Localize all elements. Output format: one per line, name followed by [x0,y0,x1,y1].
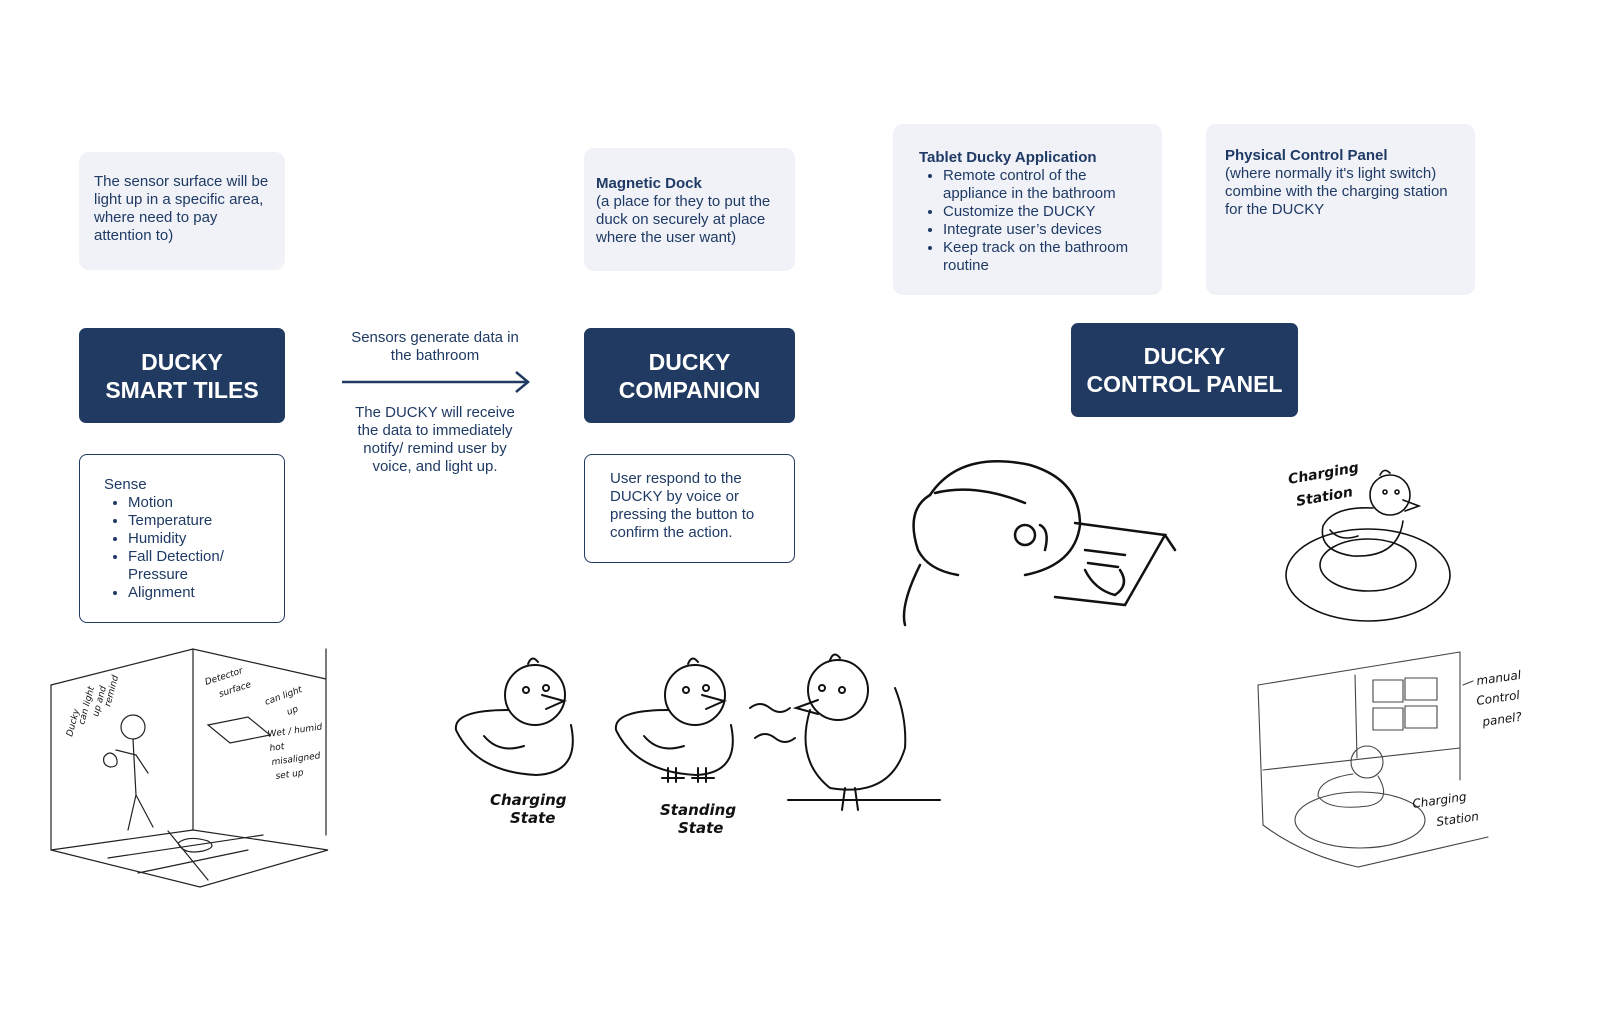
companion-note-heading: Magnetic Dock [596,175,702,192]
charging-station-top-label-2: Station [1295,484,1354,510]
control-title-box: DUCKY CONTROL PANEL [1071,323,1298,417]
detector-label-2: surface [218,680,253,700]
flow-top-label: Sensors generate data in the bathroom [350,329,520,365]
flow-arrow-icon [340,370,535,394]
control-title-line1: DUCKY [1143,343,1226,369]
sense-item: Fall Detection/ Pressure [128,548,274,584]
sense-heading: Sense [104,476,147,493]
charging-state-label-1: Charging [490,791,567,809]
charging-station-bottom-label-2: Station [1435,809,1479,829]
sense-item: Alignment [128,584,274,602]
tablet-user-illustration [900,455,1185,630]
wet-label-3: misaligned [271,751,321,768]
manual-panel-label-2: Control [1475,688,1521,708]
standing-state-label-1: Standing [660,801,736,819]
companion-title-line1: DUCKY [648,348,731,375]
sense-item: Humidity [128,530,274,548]
tablet-heading: Tablet Ducky Application [919,149,1097,166]
standing-state-label-2: State [678,819,723,837]
flow-top-label-text: Sensors generate data in the bathroom [351,329,519,364]
wet-label-1: Wet / humid [267,722,323,740]
tablet-item: Integrate user’s devices [943,221,1152,239]
charging-station-illustration: Charging Station [1285,460,1460,625]
wet-label-2: hot [269,742,285,754]
light-up-label-1: can light [264,685,304,708]
tablet-item: Keep track on the bathroom routine [943,239,1152,275]
tiles-title-line2: SMART TILES [105,376,259,403]
charging-state-label-2: State [510,809,555,827]
manual-panel-label-3: panel? [1480,709,1523,729]
sense-list: Motion Temperature Humidity Fall Detecti… [104,494,274,602]
companion-note-body: (a place for they to put the duck on sec… [596,193,771,246]
companion-title-line2: COMPANION [618,376,761,403]
room-sketch-illustration: Ducky can light up and remind Detector s… [48,645,338,895]
tablet-list: Remote control of the appliance in the b… [919,167,1152,275]
light-up-label-2: up [286,704,300,717]
physical-note: Physical Control Panel (where normally i… [1206,124,1475,295]
tablet-item: Customize the DUCKY [943,203,1152,221]
wet-label-4: set up [275,768,304,782]
tiles-sense-box: Sense Motion Temperature Humidity Fall D… [79,454,285,623]
duck-states-illustration: Charging State Standing State [450,650,945,837]
physical-body: (where normally it's light switch) combi… [1225,165,1448,218]
flow-bottom-label: The DUCKY will receive the data to immed… [346,404,524,476]
charging-station-bottom-label-1: Charging [1411,789,1467,810]
physical-heading: Physical Control Panel [1225,147,1388,164]
sense-item: Temperature [128,512,274,530]
tiles-note-text: The sensor surface will be light up in a… [94,173,269,244]
tiles-note: The sensor surface will be light up in a… [79,152,285,270]
companion-response-box: User respond to the DUCKY by voice or pr… [584,454,795,563]
companion-title-box: DUCKY COMPANION [584,328,795,423]
tiles-title-line1: DUCKY [141,348,223,375]
tablet-item: Remote control of the appliance in the b… [943,167,1152,203]
wall-panel-illustration: manual Control panel? Charging Station [1255,650,1523,875]
companion-note: Magnetic Dock (a place for they to put t… [584,148,795,271]
tablet-note: Tablet Ducky Application Remote control … [893,124,1162,295]
control-title-line2: CONTROL PANEL [1086,371,1283,397]
tiles-title-box: DUCKY SMART TILES [79,328,285,423]
companion-response-text: User respond to the DUCKY by voice or pr… [610,470,755,541]
manual-panel-label-1: manual [1475,668,1522,688]
sense-item: Motion [128,494,274,512]
flow-bottom-label-text: The DUCKY will receive the data to immed… [355,404,515,475]
